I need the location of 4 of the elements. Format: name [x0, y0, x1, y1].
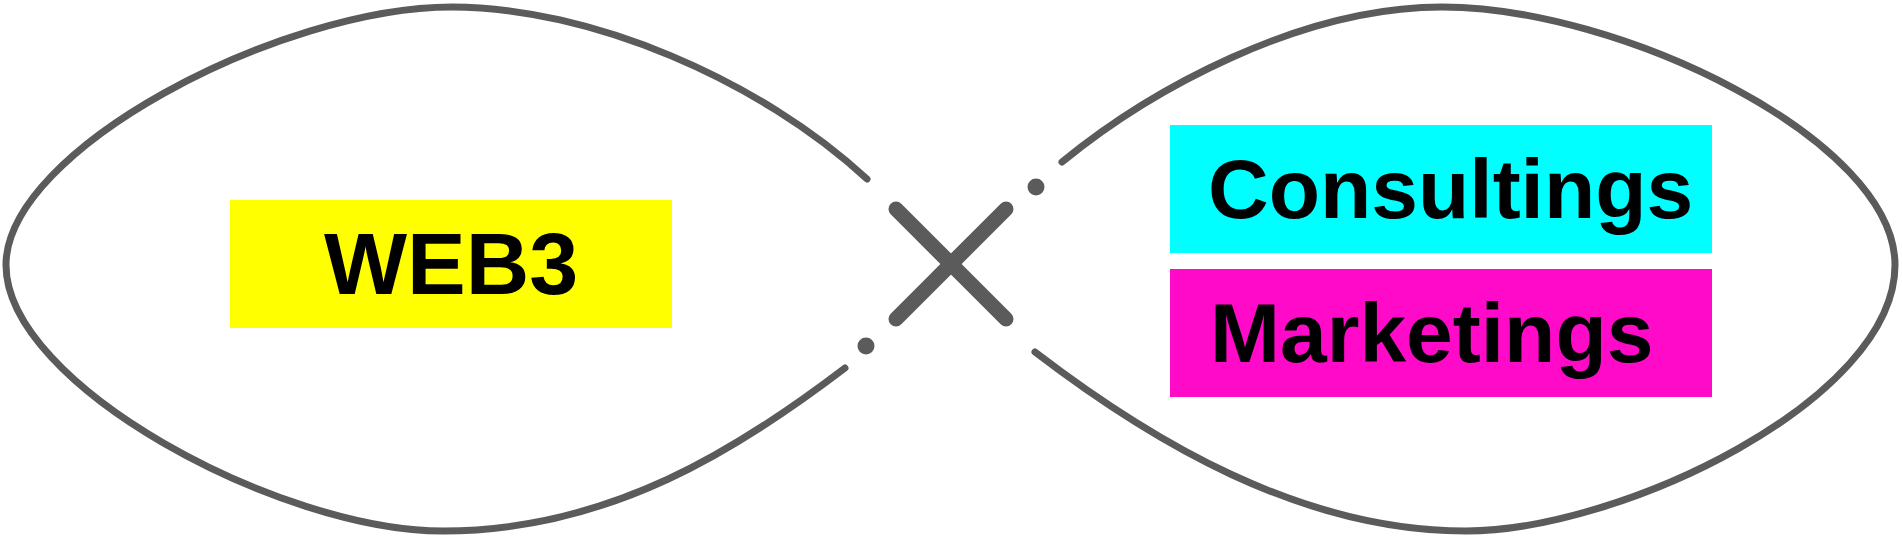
highlight-box	[1170, 269, 1712, 397]
highlight-box	[1170, 125, 1712, 253]
highlight-box	[230, 200, 672, 328]
keyword-text: WEB3	[323, 220, 579, 308]
